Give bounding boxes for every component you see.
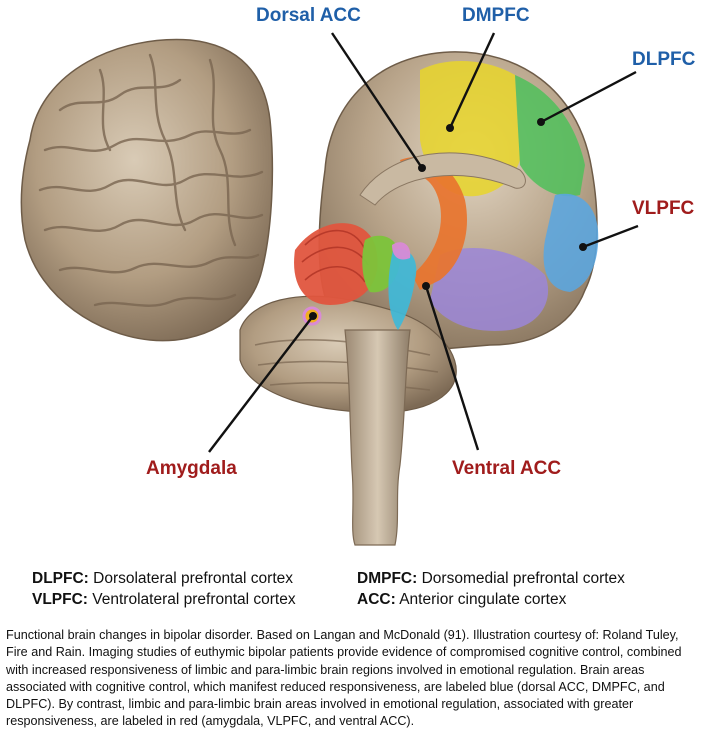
legend-item: VLPFC: Ventrolateral prefrontal cortex [32, 591, 296, 608]
label-dorsal-acc: Dorsal ACC [256, 5, 361, 26]
brain-diagram [20, 32, 639, 546]
brain-illustration: Dorsal ACC DMPFC DLPFC VLPFC Amygdala Ve… [20, 5, 696, 546]
medial-brain-view [239, 51, 599, 546]
label-ventral-acc: Ventral ACC [452, 458, 562, 479]
dlpfc-region [515, 75, 585, 197]
label-dmpfc: DMPFC [462, 5, 530, 26]
acc-region [400, 156, 468, 290]
label-amygdala: Amygdala [146, 458, 237, 479]
hypothalamus-region [388, 249, 417, 330]
leader-lines [208, 32, 639, 453]
ventral-cingulate-region [430, 247, 549, 331]
legend-item: ACC: Anterior cingulate cortex [357, 591, 567, 608]
legend-item: DMPFC: Dorsomedial prefrontal cortex [357, 570, 625, 587]
hippocampus-region [294, 223, 378, 305]
vlpfc-region [543, 193, 599, 292]
figure-caption: Functional brain changes in bipolar diso… [6, 628, 682, 729]
legend-item: DLPFC: Dorsolateral prefrontal cortex [32, 570, 294, 587]
label-vlpfc: VLPFC [632, 198, 695, 219]
abbreviation-legend: DLPFC: Dorsolateral prefrontal cortex DM… [32, 568, 682, 610]
lateral-brain-view [20, 38, 274, 342]
label-dlpfc: DLPFC [632, 49, 696, 70]
septal-region [392, 242, 411, 260]
